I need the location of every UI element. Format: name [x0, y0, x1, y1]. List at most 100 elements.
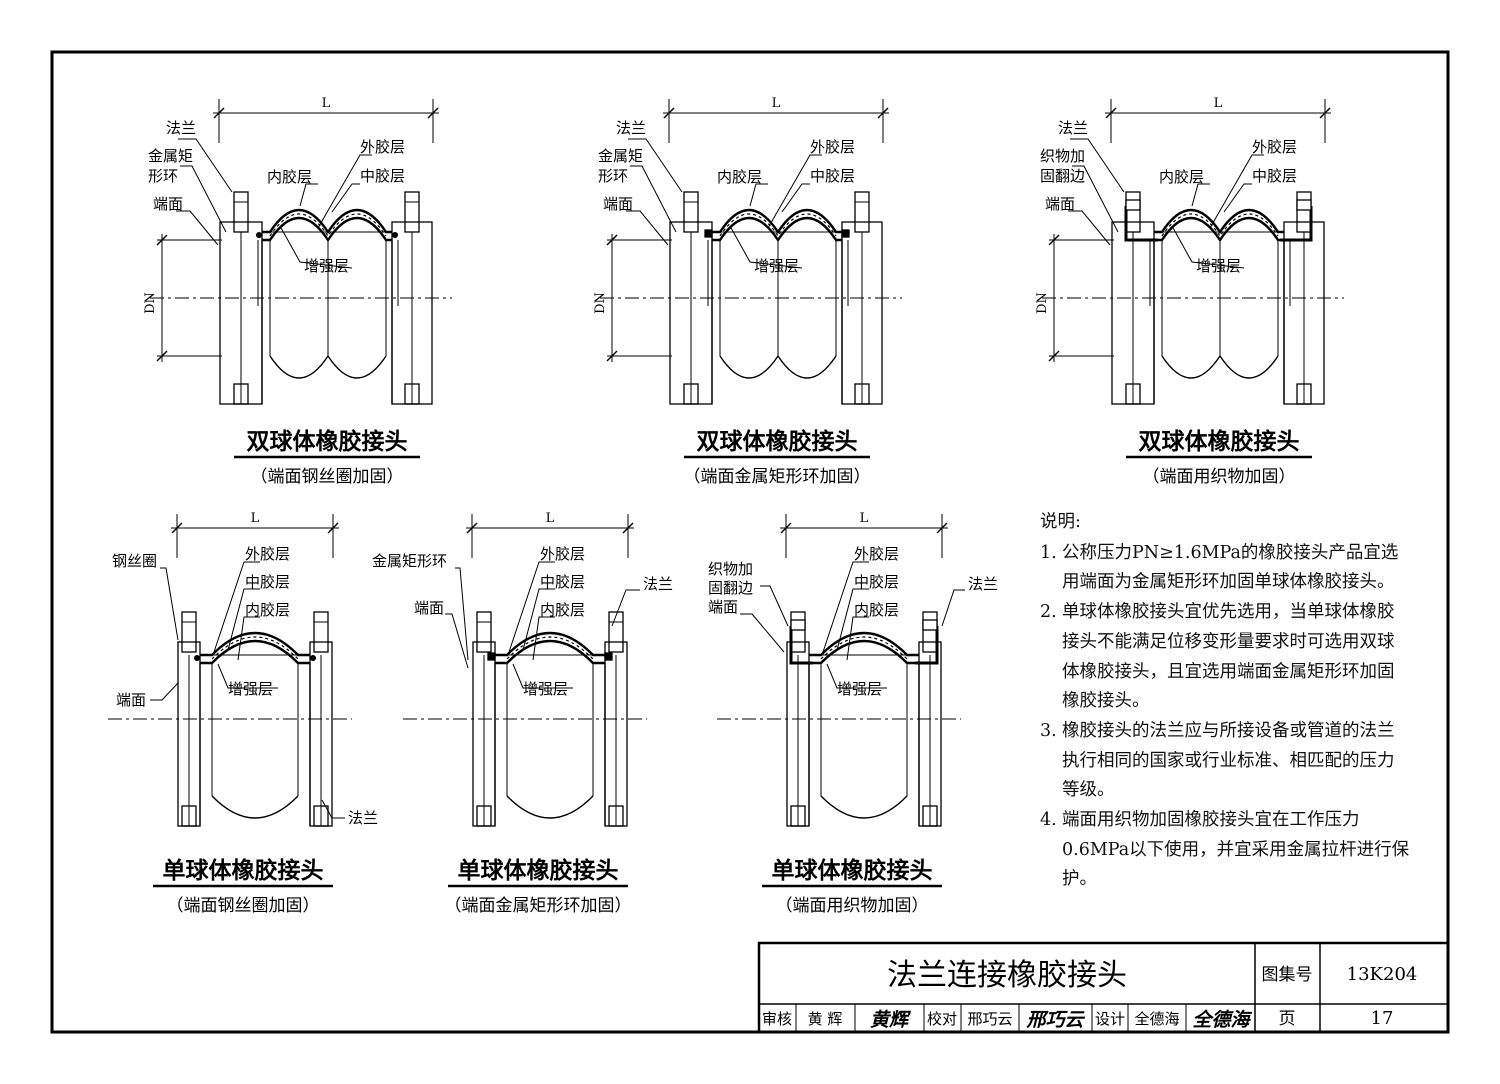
outer-layer-leader: [822, 561, 869, 653]
designer-signature: 全德海: [1192, 1009, 1252, 1031]
rubber-inner-layer: [809, 639, 919, 665]
end-face-label: 端面: [116, 691, 146, 709]
figure-subtitle: （端面金属矩形环加固）: [684, 467, 871, 487]
middle-layer-label: 中胶层: [540, 573, 585, 591]
rubber-lower-bulge: [820, 795, 908, 819]
flange-label: 法兰: [643, 575, 673, 593]
end-ring-leader: [1072, 165, 1119, 233]
steel-wire-ring: [392, 232, 398, 238]
fabric-fold: [915, 626, 939, 665]
designer-name: 全德海: [1134, 1010, 1179, 1028]
figure-title: 单球体橡胶接头: [163, 857, 324, 884]
rubber-inner-layer: [200, 639, 310, 665]
bolt-stub: [404, 383, 420, 405]
rubber-lower-bulge: [1161, 354, 1279, 379]
figure-subtitle: （端面金属矩形环加固）: [445, 896, 632, 916]
dimension-L: L: [1214, 96, 1223, 111]
metal-rect-ring: [841, 229, 850, 238]
rubber-outer-layer: [712, 208, 842, 235]
fabric-fold: [1124, 206, 1158, 242]
middle-layer-leader: [522, 588, 555, 651]
outer-layer-label: 外胶层: [1252, 138, 1297, 156]
notes-block: 说明: 1.公称压力PN≥1.6MPa的橡胶接头产品宜选用端面为金属矩形环加固单…: [1040, 508, 1410, 895]
fabric-edge-label: 织物加: [708, 560, 753, 578]
dimension-DN: DN: [143, 292, 158, 314]
rubber-lower-bulge: [269, 354, 387, 379]
bolt-stub: [790, 611, 806, 653]
reviewer-signature: 黄辉: [870, 1009, 912, 1031]
middle-layer-label: 中胶层: [810, 167, 855, 185]
outer-layer-label: 外胶层: [360, 138, 405, 156]
dimension-tick: [327, 522, 339, 534]
outer-layer-label: 外胶层: [245, 545, 290, 563]
reinforce-layer-label: 增强层: [1196, 257, 1241, 275]
outer-layer-leader: [1209, 154, 1264, 229]
dimension-L: L: [251, 511, 260, 526]
dimension-tick: [622, 522, 634, 534]
steel-wire-ring: [256, 232, 262, 238]
middle-layer-leader: [781, 183, 810, 213]
flange-label: 法兰: [166, 119, 196, 137]
middle-layer-leader: [227, 588, 260, 651]
fabric-edge-leader: [760, 585, 789, 627]
note-item: 1.公称压力PN≥1.6MPa的橡胶接头产品宜选用端面为金属矩形环加固单球体橡胶…: [1040, 539, 1410, 598]
reinforce-layer-label: 增强层: [523, 680, 568, 698]
flange-label: 法兰: [1058, 119, 1088, 137]
note-text: 公称压力PN≥1.6MPa的橡胶接头产品宜选用端面为金属矩形环加固单球体橡胶接头…: [1062, 542, 1399, 593]
dimension-tick: [171, 522, 183, 534]
reinforcement-layer: [719, 213, 837, 238]
bolt-stub: [922, 805, 938, 827]
review-label: 审核: [762, 1010, 792, 1028]
page-label: 页: [1279, 1009, 1296, 1029]
inner-layer-label: 内胶层: [717, 168, 762, 186]
figure-title: 双球体橡胶接头: [697, 428, 858, 455]
reinforce-layer-label: 增强层: [228, 680, 273, 698]
end-face-leader: [176, 210, 219, 246]
figure-title: 双球体橡胶接头: [1139, 428, 1300, 455]
dimension-tick: [936, 522, 948, 534]
outer-layer-leader: [767, 154, 822, 229]
reinforcement-layer: [269, 213, 387, 238]
figure-title: 单球体橡胶接头: [458, 857, 619, 884]
reinforce-layer-label: 增强层: [304, 257, 349, 275]
bolt-stub: [1296, 383, 1312, 405]
bolt-stub: [181, 611, 197, 653]
dimension-tick: [1319, 107, 1331, 119]
end-ring-label-2: 形环: [598, 167, 628, 185]
outer-layer-label: 外胶层: [540, 545, 585, 563]
end-face-label: 端面: [414, 599, 444, 617]
sheet-border: [50, 50, 1450, 1034]
end-face-label: 端面: [603, 195, 633, 213]
end-face-leader: [150, 682, 179, 701]
rubber-lower-bulge: [211, 795, 299, 819]
steel-wire-ring: [310, 655, 316, 661]
end-face-label: 端面: [153, 195, 183, 213]
reinforce-layer-leader: [512, 663, 573, 689]
end-ring-leader: [630, 165, 677, 233]
bolt-stub: [854, 191, 870, 233]
dimension-tick: [213, 107, 225, 119]
check-label: 校对: [927, 1010, 957, 1028]
reinforcement-layer: [820, 636, 908, 660]
note-text: 橡胶接头的法兰应与所接设备或管道的法兰执行相同的国家或行业标准、相匹配的压力等级…: [1062, 720, 1395, 801]
flange-label: 法兰: [968, 575, 998, 593]
dimension-DN: DN: [1035, 292, 1050, 314]
note-text: 单球体橡胶接头宜优先选用，当单球体橡胶接头不能满足位移变形量要求时可选用双球体橡…: [1062, 602, 1395, 712]
bolt-stub: [1125, 383, 1141, 405]
bolt-stub: [1296, 191, 1312, 233]
flange-leader: [1070, 138, 1125, 193]
middle-layer-leader: [836, 588, 869, 651]
dimension-tick: [780, 522, 792, 534]
fabric-pad: [1125, 199, 1141, 211]
reinforce-layer-label: 增强层: [837, 680, 882, 698]
middle-layer-label: 中胶层: [360, 167, 405, 185]
figure-title: 双球体橡胶接头: [247, 428, 408, 455]
inner-layer-label: 内胶层: [267, 168, 312, 186]
middle-layer-leader: [1223, 183, 1252, 213]
bolt-stub: [854, 383, 870, 405]
flange-label: 法兰: [348, 809, 378, 827]
end-face-label: 端面: [708, 598, 738, 616]
fabric-fold: [789, 626, 813, 665]
metal-ring-label: 金属矩形环: [372, 552, 447, 570]
inner-layer-leader: [237, 616, 260, 661]
